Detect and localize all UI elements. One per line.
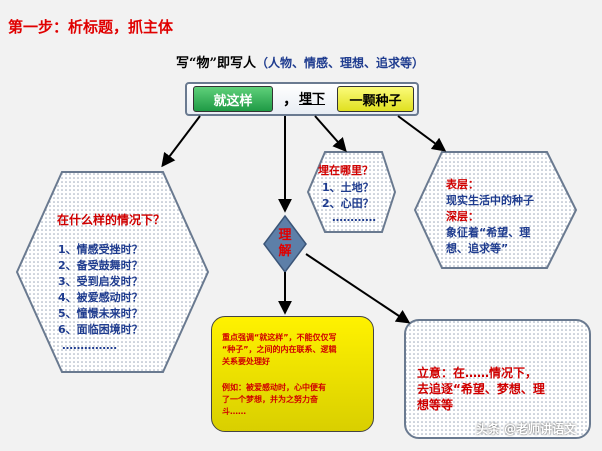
watermark: 头条 @老师讲语文 [476,422,577,436]
right-hex-surface-text: 现实生活中的种子 [446,194,534,207]
topic-prefix: 写“物”即写人 [176,56,256,71]
yellow-note-line: 例如：被爱感动时，心中便有 [222,383,326,392]
center-hexagon [306,151,397,233]
arrow-to-left [161,115,201,168]
left-hex-item: 1、情感受挫时？ [58,243,143,256]
title-part-yellow: 一颗种子 [337,86,414,112]
left-hex-item: 2、备受鼓舞时？ [58,259,143,272]
topic-heading: 写“物”即写人（人物、情感、理想、追求等） [176,52,424,71]
understand-char: 理 [278,228,292,243]
yellow-note-box [211,316,374,432]
center-hex-item: 2、心田？ [322,197,374,210]
center-hex-ellipsis: ………… [332,211,376,224]
step-title: 第一步：析标题，抓主体 [8,18,174,36]
left-hexagon [15,171,210,373]
understand-char: 解 [278,244,292,259]
grey-box-line: 立意：在……情况下， [417,366,538,380]
yellow-note-line: 关系要处理好 [222,357,270,366]
left-hex-item: 4、被爱感动时？ [58,291,143,304]
arrow-to-right [397,115,447,152]
topic-hint: （人物、情感、理想、追求等） [255,56,424,70]
right-hex-deep-label: 深层： [446,210,479,223]
yellow-note-line: 重点强调“就这样”，不能仅仅写 [222,333,337,342]
left-hex-heading: 在什么样的情况下？ [57,213,166,227]
left-hex-item: 3、受到启发时？ [58,275,143,288]
title-part-green: 就这样 [193,86,273,112]
yellow-note-line: 了一个梦想，并为之努力奋 [222,395,318,404]
grey-box-line: 想等等 [417,398,454,412]
left-hex-ellipsis: …………… [62,339,117,352]
understand-label: 理 解 [267,222,303,266]
grey-box-shape [404,319,591,439]
left-hex-item: 5、憧憬未来时？ [58,307,143,320]
yellow-note-line: “种子”，之间的内在联系、逻辑 [222,345,337,354]
left-hex-item: 6、面临困境时？ [58,323,143,336]
right-hex-deep-text: 象征着“希望、理 [446,226,531,239]
yellow-note-line: 斗…… [222,407,246,416]
grey-box-line: 去追逐“希望、梦想、理 [417,382,545,396]
right-hex-deep-text: 想、追求等” [446,242,509,255]
center-hex-heading: 埋在哪里？ [318,164,373,177]
title-part-bury: 埋下 [299,92,326,107]
title-comma: ， [283,90,299,108]
arrow-to-center [314,115,347,153]
right-hexagon [413,151,578,269]
right-hex-surface-label: 表层： [446,178,479,191]
center-hex-item: 1、土地？ [322,181,374,194]
arrow-to-grey [305,253,411,324]
